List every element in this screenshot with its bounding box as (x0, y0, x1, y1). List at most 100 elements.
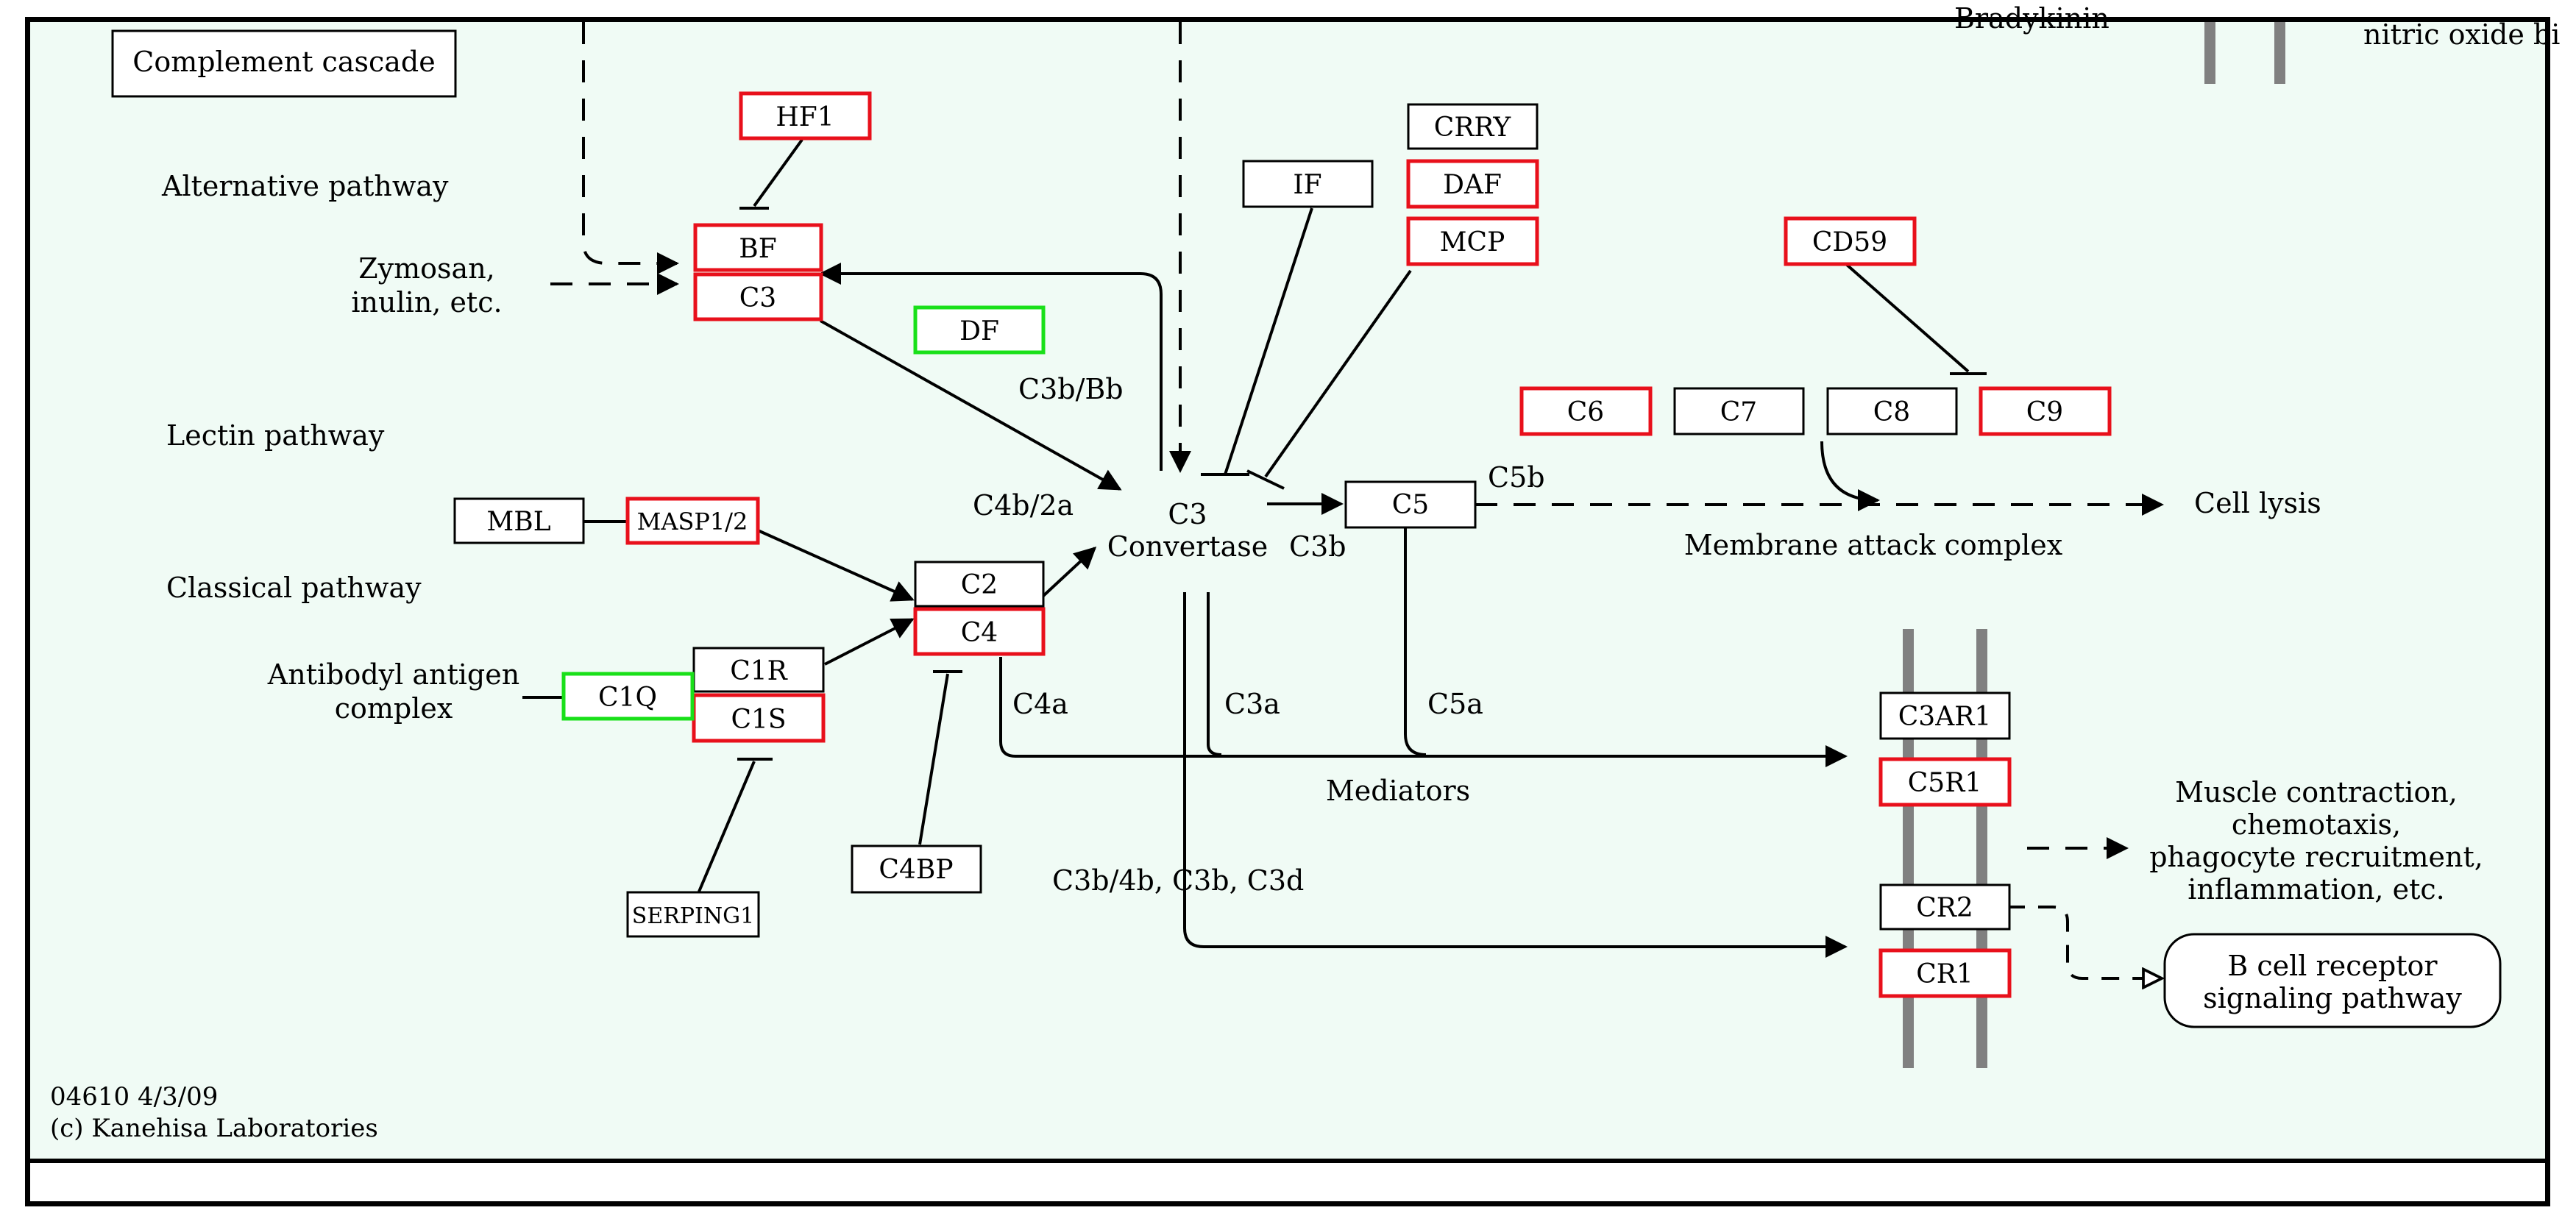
edge-c1r-to-c4 (824, 618, 915, 666)
gene-box-c7 (1673, 387, 1805, 435)
gene-cr1: CR1 (1916, 959, 1973, 989)
footer-map-id: 04610 4/3/09 (50, 1082, 218, 1112)
gene-box-hf1 (739, 91, 872, 141)
frame-top-edge (25, 17, 2550, 22)
edge-c2-to-convertase (1042, 546, 1097, 597)
label-antibody-2: complex (335, 692, 453, 725)
gene-c1r: C1R (730, 656, 787, 686)
title-box (111, 29, 457, 98)
label-c3-convertase-1: C3 (1168, 498, 1207, 530)
label-antibody-1: Antibodyl antigen (267, 658, 519, 691)
gene-c2: C2 (961, 570, 998, 600)
label-cell-lysis: Cell lysis (2194, 487, 2321, 519)
gene-box-mcp (1406, 216, 1539, 266)
edges (522, 22, 2162, 978)
title: Complement cascade (132, 46, 436, 78)
label-c4a: C4a (1012, 688, 1068, 720)
gene-box-bf (693, 223, 823, 272)
edge-c4a-to-c3ar1 (999, 657, 1848, 767)
gene-box-c9 (1979, 386, 2112, 436)
gene-box-c3ar1 (1879, 691, 2011, 740)
edge-c4bp-inhibit (918, 673, 949, 845)
gene-c7: C7 (1720, 397, 1757, 427)
gene-c6: C6 (1567, 397, 1604, 427)
gene-mcp: MCP (1440, 227, 1505, 257)
gene-box-c3 (693, 272, 823, 321)
label-c3a: C3a (1224, 688, 1280, 720)
edge-masp-to-c2 (757, 529, 915, 602)
label-muscle-3: phagocyte recruitment, (2149, 841, 2483, 873)
gene-c3ar1: C3AR1 (1898, 702, 1991, 732)
label-muscle-1: Muscle contraction, (2175, 776, 2458, 808)
gene-box-cr1 (1878, 948, 2012, 998)
edge-if-inhibit (1224, 207, 1313, 475)
gene-box-c5r1 (1878, 757, 2012, 807)
gene-box-cr2 (1879, 883, 2011, 931)
label-c3-convertase-2: Convertase (1107, 530, 1268, 563)
gene-c1q: C1Q (598, 683, 657, 713)
gene-c8: C8 (1873, 397, 1910, 427)
gene-box-if (1242, 160, 1374, 208)
gene-c1s: C1S (731, 705, 786, 735)
edge-c8-to-mac (1820, 441, 1880, 511)
gene-box-c4 (913, 607, 1046, 656)
gene-c4: C4 (961, 618, 998, 648)
label-c3b-4b: C3b/4b, C3b, C3d (1052, 864, 1304, 897)
gene-box-c8 (1826, 387, 1958, 435)
label-lectin-pathway: Lectin pathway (166, 419, 385, 452)
gene-c5r1: C5R1 (1908, 768, 1981, 798)
label-c5b: C5b (1488, 461, 1545, 494)
gene-serping1: SERPING1 (632, 903, 754, 929)
gene-box-c1r (692, 647, 825, 693)
gene-box-masp12 (625, 497, 760, 545)
edge-c3b4b-to-cr1 (1183, 592, 1848, 958)
edge-convertase-to-bf (819, 263, 1163, 471)
label-bcell-1: B cell receptor (2227, 950, 2438, 982)
gene-box-cd59 (1784, 216, 1917, 266)
edge-c5a (1404, 528, 1427, 756)
gene-c5: C5 (1392, 490, 1429, 520)
gene-hf1: HF1 (776, 102, 834, 132)
gene-cd59: CD59 (1812, 227, 1887, 257)
diagram-background (30, 22, 2545, 1159)
edge-cr2-to-bcell (2007, 906, 2162, 978)
label-zymosan-1: Zymosan, (358, 252, 495, 285)
label-muscle-2: chemotaxis, (2232, 808, 2401, 841)
label-muscle-4: inflammation, etc. (2188, 873, 2444, 906)
gene-box-c4bp (851, 844, 982, 894)
label-mediators: Mediators (1326, 775, 1470, 807)
gene-box-df (913, 305, 1046, 355)
footer-copyright: (c) Kanehisa Laboratories (50, 1114, 378, 1143)
gene-bf: BF (739, 234, 776, 264)
gene-box-crry (1407, 103, 1539, 150)
gene-box-serping1 (626, 891, 760, 938)
gene-crry: CRRY (1434, 113, 1512, 143)
label-c3b-bb: C3b/Bb (1018, 373, 1124, 405)
gene-cr2: CR2 (1916, 893, 1973, 923)
membrane-top (2204, 22, 2285, 84)
edge-hf1-inhibit (753, 138, 803, 207)
label-c5a: C5a (1427, 688, 1483, 720)
edge-mcp-inhibit (1264, 269, 1412, 478)
gene-box-daf (1406, 159, 1539, 209)
gene-if: IF (1293, 170, 1321, 200)
text-labels: Complement cascade Alternative pathway L… (50, 2, 2560, 1143)
gene-masp12: MASP1/2 (637, 508, 748, 536)
gene-box-c6 (1519, 386, 1653, 436)
gene-c3: C3 (739, 283, 776, 313)
label-alternative-pathway: Alternative pathway (161, 170, 449, 202)
label-zymosan-2: inulin, etc. (351, 286, 502, 319)
gene-box-mbl (453, 497, 585, 544)
gene-daf: DAF (1443, 170, 1502, 200)
label-classical-pathway: Classical pathway (166, 572, 422, 604)
label-nitric-oxide-cutoff: nitric oxide bi (2363, 18, 2560, 51)
label-c3b: C3b (1289, 530, 1346, 563)
gene-box-c2 (914, 561, 1045, 608)
gene-boxes (111, 29, 2502, 1028)
gene-box-c1q (561, 672, 695, 721)
label-membrane-attack: Membrane attack complex (1684, 529, 2062, 561)
label-bcell-2: signaling pathway (2203, 982, 2462, 1014)
gene-c4bp: C4BP (879, 855, 953, 885)
edge-top-to-bf (582, 22, 679, 274)
